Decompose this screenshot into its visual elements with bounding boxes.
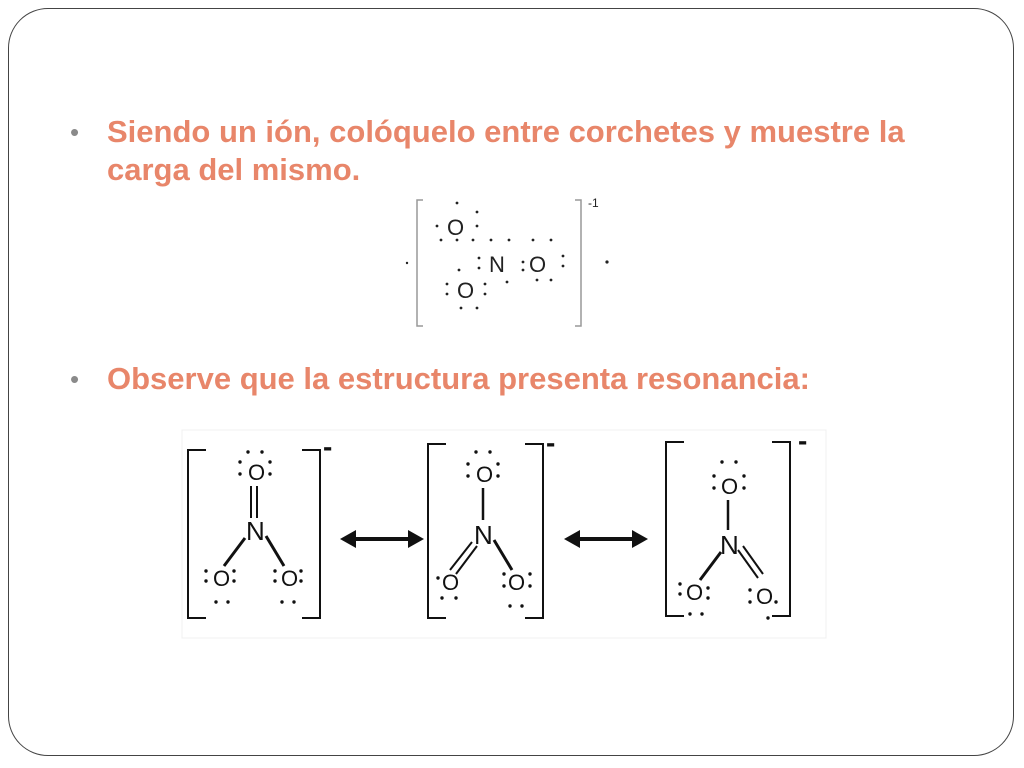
- atom-oxygen-top: O: [248, 460, 265, 485]
- atom-nitrogen: N: [474, 520, 493, 550]
- right-bracket: [575, 199, 582, 327]
- atom-oxygen-right: O: [529, 252, 546, 277]
- resonance-diagram: - O N O O - O N O O: [181, 428, 827, 639]
- atom-oxygen-left: O: [686, 580, 703, 605]
- atom-oxygen-top: O: [721, 474, 738, 499]
- bullet-text: Siendo un ión, colóquelo entre corchetes…: [107, 114, 905, 187]
- resonance-arrow-1: [340, 530, 424, 548]
- bullet-resonance: • Observe que la estructura presenta res…: [70, 360, 970, 398]
- resonance-structure-3: - O N O O: [665, 428, 807, 620]
- charge-label: -: [798, 428, 807, 456]
- electron-dots: [405, 201, 609, 310]
- bullet-ion-instruction: • Siendo un ión, colóquelo entre corchet…: [70, 113, 970, 189]
- resonance-structure-2: - O N O O: [427, 428, 555, 619]
- atom-oxygen-top: O: [476, 462, 493, 487]
- bullet-marker: •: [70, 364, 80, 394]
- atom-oxygen-right: O: [508, 570, 525, 595]
- charge-label: -: [546, 428, 555, 458]
- atom-nitrogen: N: [489, 252, 505, 277]
- left-bracket: [416, 199, 423, 327]
- bullet-marker: •: [70, 117, 80, 147]
- atom-oxygen-top: O: [447, 215, 464, 240]
- atom-oxygen-left: O: [442, 570, 459, 595]
- resonance-arrow-2: [564, 530, 648, 548]
- atom-nitrogen: N: [246, 516, 265, 546]
- atom-oxygen-bottom: O: [457, 278, 474, 303]
- bullet-text: Observe que la estructura presenta reson…: [107, 361, 810, 396]
- atom-oxygen-right: O: [281, 566, 298, 591]
- lewis-structure-diagram: -1 O N O O: [405, 196, 609, 327]
- charge-label: -1: [588, 196, 599, 210]
- atom-oxygen-left: O: [213, 566, 230, 591]
- charge-label: -: [323, 431, 332, 462]
- resonance-structure-1: - O N O O: [187, 431, 332, 619]
- atom-nitrogen: N: [720, 530, 739, 560]
- atom-oxygen-right: O: [756, 584, 773, 609]
